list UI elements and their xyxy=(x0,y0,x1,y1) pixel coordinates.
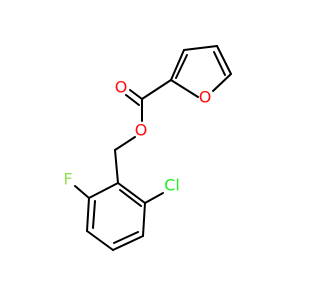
bond-benzene-c6-c1 xyxy=(88,182,119,199)
bonds xyxy=(74,45,232,251)
bond-benzene-c5-c6 xyxy=(86,197,90,232)
bond-benzene-c3-c4 xyxy=(112,235,144,251)
bond-benzene-c2-c3 xyxy=(142,202,146,237)
bond-furan-c4-c5 xyxy=(216,45,232,75)
bond-carbonyl-o-1 xyxy=(129,89,143,100)
bond-c2-cl xyxy=(144,192,164,204)
bond-furan-c3-c4 xyxy=(183,45,218,51)
atom-label-cl: Cl xyxy=(164,176,180,195)
bond-carbonyl-o-2 xyxy=(125,94,140,106)
atom-label-f: F xyxy=(63,170,72,189)
atom-label-o-furan: O xyxy=(199,88,212,107)
bond-furan-o-c2 xyxy=(170,79,199,98)
bond-oester-ch2 xyxy=(114,136,136,151)
bond-furan-c2-c3 xyxy=(170,49,185,81)
bond-benzene-c5-c6-double xyxy=(92,200,96,229)
atom-label-o-carbonyl: O xyxy=(115,78,128,97)
bond-c6-f xyxy=(74,185,90,199)
bond-ch2-ring xyxy=(114,149,119,184)
bond-c2-carbonyl xyxy=(141,79,172,100)
atom-label-o-ester: O xyxy=(135,121,148,140)
bond-benzene-c1-c2 xyxy=(117,182,146,204)
bond-benzene-c1-c2-double xyxy=(119,189,142,207)
structure-canvas: O O O F Cl xyxy=(63,45,232,251)
bond-furan-c2-c3-double xyxy=(175,54,188,79)
atom-labels: O O O F Cl xyxy=(63,78,211,195)
bond-benzene-c3-c4-double xyxy=(113,231,139,244)
bond-benzene-c4-c5 xyxy=(86,230,114,251)
bond-furan-c5-o xyxy=(212,73,232,92)
bond-furan-c4-c5-double xyxy=(213,51,226,76)
